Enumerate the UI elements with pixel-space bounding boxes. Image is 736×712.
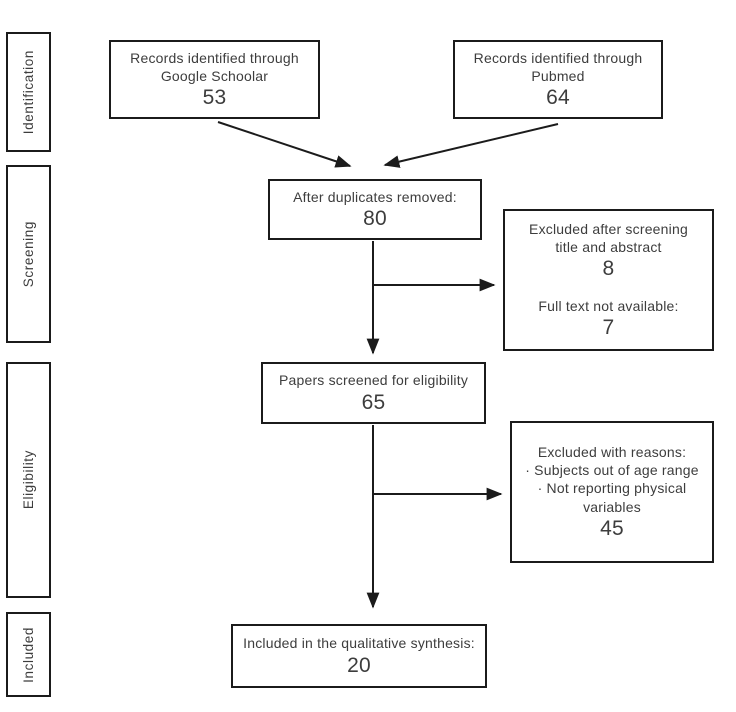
box-records-pubmed-text: Records identified through Pubmed: [473, 49, 643, 84]
stage-identification-label: Identification: [21, 49, 36, 135]
box-excluded-with-reasons-count: 45: [600, 516, 624, 540]
excluded-screening-top-group: Excluded after screening title and abstr…: [529, 220, 688, 282]
box-papers-screened-count: 65: [361, 390, 386, 414]
box-after-duplicates-removed: After duplicates removed: 80: [268, 179, 482, 240]
box-fulltext-unavailable-text: Full text not available:: [538, 297, 679, 314]
arrow-pubmed-to-duplicates: [383, 123, 559, 168]
stage-screening: Screening: [6, 165, 51, 343]
box-records-google-scholar-count: 53: [202, 86, 227, 110]
box-excluded-with-reasons-title: Excluded with reasons:: [537, 444, 687, 461]
stage-included: Included: [6, 612, 51, 697]
box-papers-screened-text: Papers screened for eligibility: [278, 372, 469, 389]
stage-eligibility-label: Eligibility: [21, 450, 36, 510]
box-after-duplicates-removed-text: After duplicates removed:: [293, 188, 457, 205]
box-included-qualitative-synthesis: Included in the qualitative synthesis: 2…: [231, 624, 487, 688]
arrow-scholar-to-duplicates: [217, 121, 352, 168]
box-excluded-with-reasons-list: · Subjects out of age range · Not report…: [525, 462, 699, 515]
box-papers-screened: Papers screened for eligibility 65: [261, 362, 486, 424]
box-excluded-screening-count: 8: [602, 257, 615, 281]
box-records-pubmed-count: 64: [546, 86, 570, 110]
box-after-duplicates-removed-count: 80: [363, 207, 387, 231]
box-excluded-screening-text: Excluded after screening title and abstr…: [529, 221, 688, 256]
box-excluded-screening: Excluded after screening title and abstr…: [503, 209, 714, 351]
box-records-google-scholar: Records identified through Google School…: [109, 40, 320, 119]
stage-identification: Identification: [6, 32, 51, 152]
box-included-qualitative-synthesis-text: Included in the qualitative synthesis:: [243, 635, 475, 652]
box-fulltext-unavailable-count: 7: [602, 315, 615, 339]
excluded-screening-bottom-group: Full text not available: 7: [538, 297, 678, 340]
stage-included-label: Included: [21, 626, 36, 683]
stage-screening-label: Screening: [21, 220, 36, 288]
box-included-qualitative-synthesis-count: 20: [347, 653, 371, 677]
stage-eligibility: Eligibility: [6, 362, 51, 598]
box-records-pubmed: Records identified through Pubmed 64: [453, 40, 663, 119]
box-records-google-scholar-text: Records identified through Google School…: [130, 49, 299, 84]
box-excluded-with-reasons: Excluded with reasons: · Subjects out of…: [510, 421, 714, 563]
